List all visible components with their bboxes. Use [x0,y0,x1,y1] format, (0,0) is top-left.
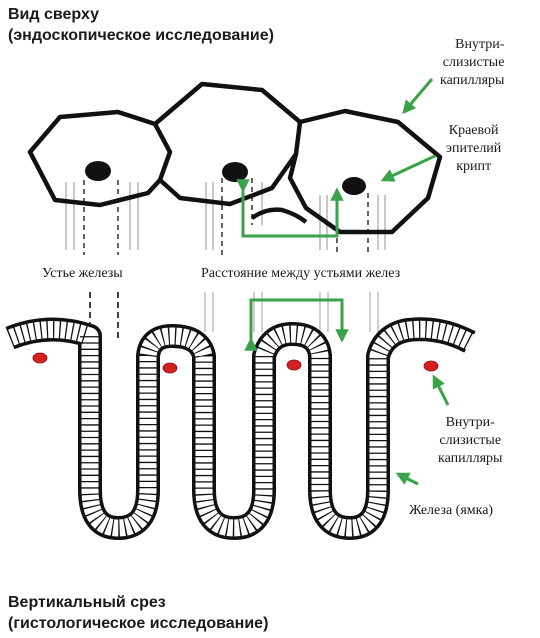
label-capillaries-bottom: Внутри- слизистые капилляры [438,414,502,468]
capillary-4 [424,361,438,371]
crypt-small-lower [252,210,306,222]
capillary-arrow-bottom [434,377,448,405]
gland-duct-lines-top [84,178,368,255]
epithelium-section [10,329,470,528]
crypt-left [30,112,170,205]
capillary-3 [287,360,301,370]
green-arrows-top [243,79,435,236]
crypt-right [290,111,440,232]
label-gland-opening: Устье железы [42,265,123,283]
gland-opening-3 [342,177,366,195]
label-capillaries-top: Внутри- слизистые капилляры [440,36,504,90]
gland-opening-2 [222,162,248,182]
capillary-1 [33,353,47,363]
crypt-outlines [30,84,440,232]
capillary-2 [163,363,177,373]
capillary-arrow-top [404,79,432,112]
label-crypt-epithelium: Краевой эпителий крипт [446,122,501,176]
epithelium-arrow [383,156,435,180]
label-gland-pit: Железа (ямка) [409,502,493,520]
label-distance-between-openings: Расстояние между устьями желез [201,265,400,283]
crypt-middle [155,84,300,204]
gland-pit-arrow [398,474,418,484]
gland-opening-1 [85,161,111,181]
gland-openings [85,161,366,195]
